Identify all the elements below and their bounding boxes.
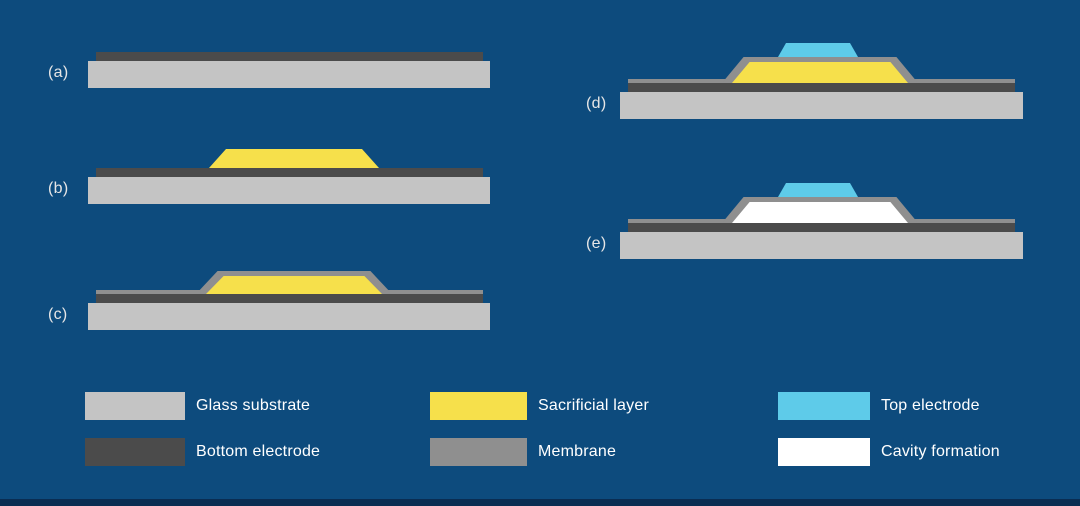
step-a: (a)	[48, 43, 490, 89]
sacrificial-layer-swatch	[430, 392, 527, 420]
legend-label: Glass substrate	[196, 397, 311, 414]
legend-item-sacrificial-layer: Sacrificial layer	[430, 392, 649, 420]
step-c-label: (c)	[48, 306, 68, 323]
top-electrode-layer	[778, 43, 858, 57]
cavity-formation-swatch	[778, 438, 870, 466]
legend-item-glass-substrate: Glass substrate	[85, 392, 310, 420]
footer-bar	[0, 499, 1080, 506]
step-c: (c)	[48, 271, 490, 330]
step-d-label: (d)	[586, 95, 607, 112]
cavity-layer	[732, 202, 908, 223]
bottom-electrode-layer	[96, 294, 483, 303]
legend-item-top-electrode: Top electrode	[778, 392, 980, 420]
sacrificial-layer	[206, 276, 382, 294]
legend-label: Membrane	[538, 443, 617, 460]
step-a-label: (a)	[48, 64, 69, 81]
sacrificial-layer	[209, 149, 379, 168]
bottom-electrode-layer	[628, 223, 1015, 232]
glass-substrate-layer	[88, 177, 490, 204]
top-electrode-swatch	[778, 392, 870, 420]
step-b-label: (b)	[48, 180, 69, 197]
glass-substrate-layer	[88, 61, 490, 88]
legend-item-membrane: Membrane	[430, 438, 616, 466]
glass-substrate-layer	[88, 303, 490, 330]
bottom-electrode-layer	[96, 52, 483, 61]
bottom-electrode-swatch	[85, 438, 185, 466]
legend-item-cavity-formation: Cavity formation	[778, 438, 1000, 466]
step-e: (e)	[586, 183, 1023, 259]
step-e-label: (e)	[586, 235, 607, 252]
glass-substrate-layer	[620, 92, 1023, 119]
glass-substrate-swatch	[85, 392, 185, 420]
sacrificial-layer	[732, 62, 908, 83]
step-b: (b)	[48, 149, 490, 204]
step-d: (d)	[586, 43, 1023, 119]
bottom-electrode-layer	[96, 168, 483, 177]
top-electrode-layer	[778, 183, 858, 197]
legend-label: Top electrode	[881, 397, 980, 414]
legend-item-bottom-electrode: Bottom electrode	[85, 438, 320, 466]
legend-label: Sacrificial layer	[538, 397, 649, 414]
membrane-swatch	[430, 438, 527, 466]
legend-label: Cavity formation	[881, 443, 1000, 460]
legend-label: Bottom electrode	[196, 443, 321, 460]
bottom-electrode-layer	[628, 83, 1015, 92]
glass-substrate-layer	[620, 232, 1023, 259]
